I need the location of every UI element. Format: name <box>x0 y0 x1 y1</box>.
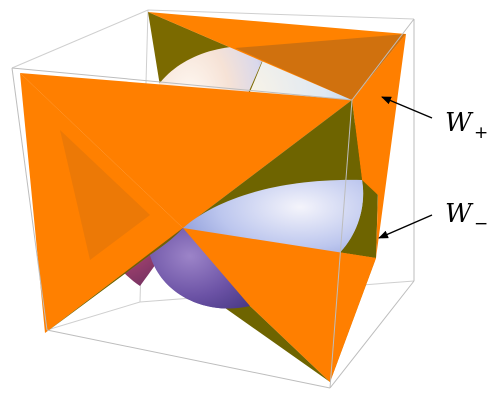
label-w-minus: W − <box>445 199 488 234</box>
label-w-plus-letter: W <box>445 108 474 138</box>
label-w-plus-subscript: + <box>474 123 488 143</box>
label-w-minus-subscript: − <box>474 214 488 234</box>
sphere-bottom-lobe-front <box>150 228 250 309</box>
arrow-w-minus <box>378 214 433 239</box>
label-w-plus: W + <box>445 108 488 143</box>
bounding-box-front <box>11 18 415 389</box>
plane-w-plus-bottom <box>183 228 376 382</box>
arrow-w-plus <box>381 96 433 119</box>
label-w-minus-letter: W <box>445 199 474 229</box>
